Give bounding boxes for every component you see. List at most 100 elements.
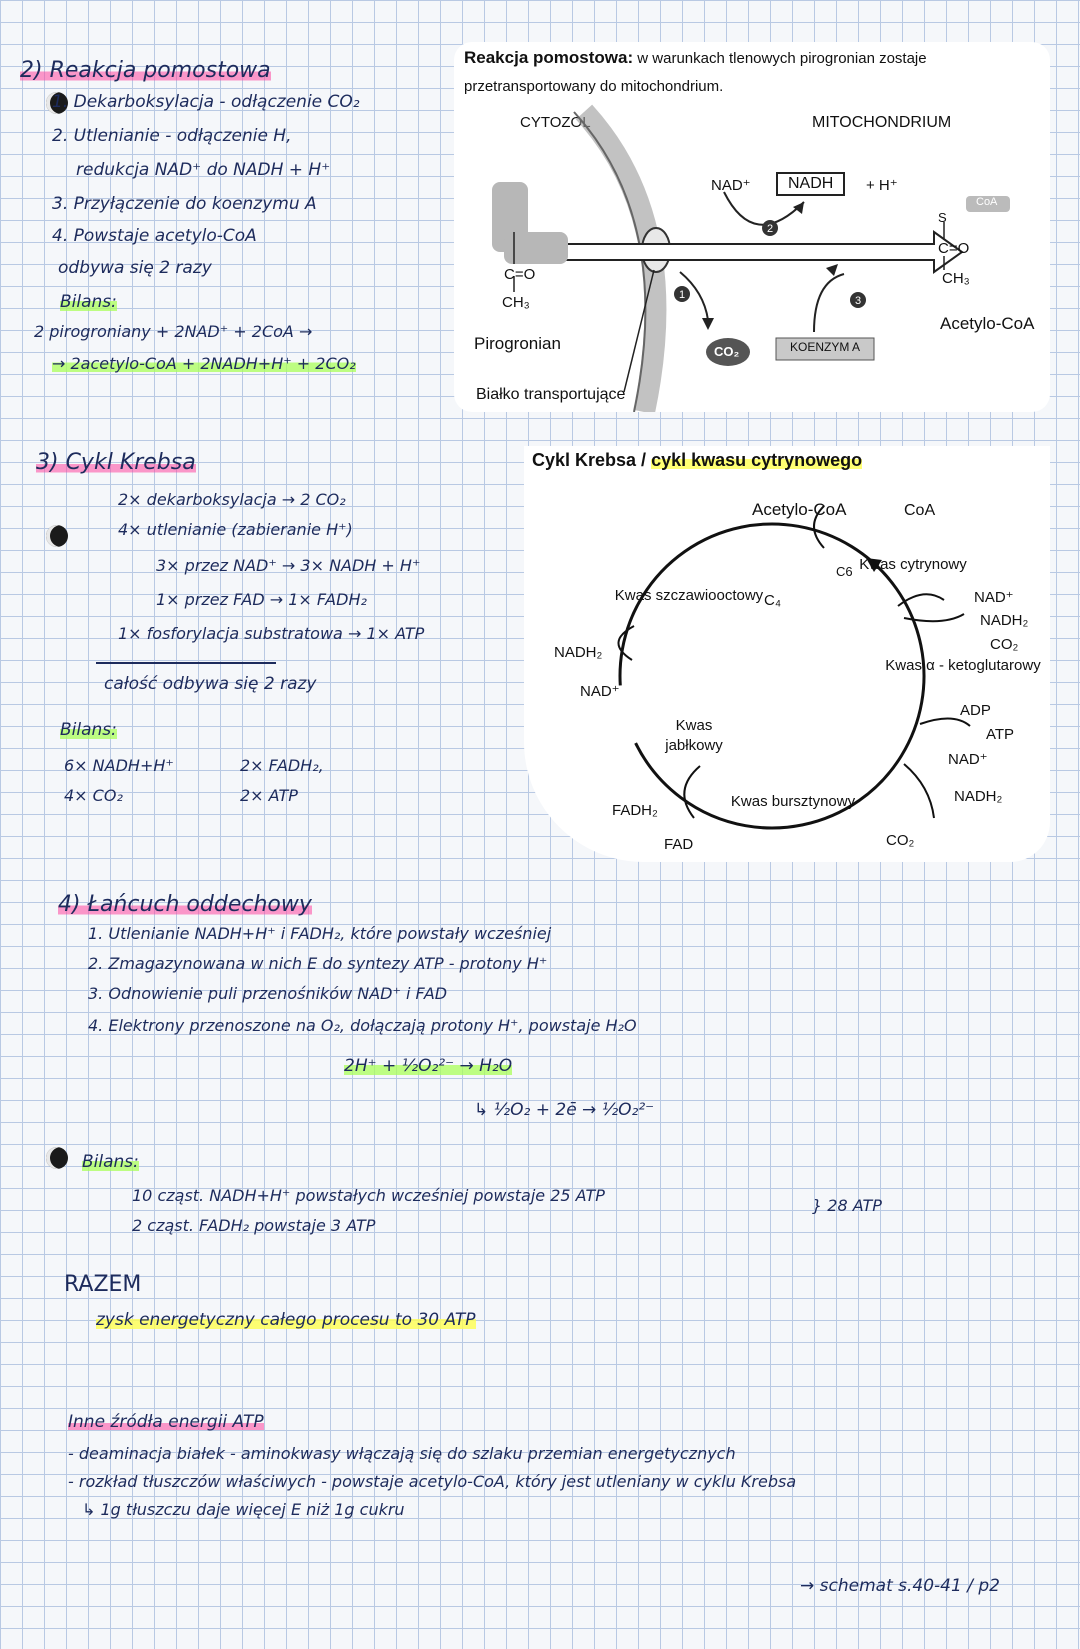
step-number: 3 xyxy=(855,295,861,307)
section2-bilans-line2: → 2acetylo-CoA + 2NADH+H⁺ + 2CO₂ xyxy=(52,354,356,373)
krebs-cycle-circle xyxy=(618,522,926,830)
step-marker xyxy=(850,292,866,308)
inne-line: - deaminacja białek - aminokwasy włączaj… xyxy=(68,1444,736,1463)
krebs-title: Cykl Krebsa / cykl kwasu cytrynowego xyxy=(532,450,863,471)
krebs-atp: ATP xyxy=(986,726,1015,743)
right-co: C=O xyxy=(938,240,970,257)
krebs-kwas-cytrynowy: Kwas cytrynowy xyxy=(859,556,967,573)
krebs-co2: CO₂ xyxy=(990,636,1019,653)
section2-line: 4. Powstaje acetylo-CoA xyxy=(52,226,257,246)
bridge-title-bold: Reakcja pomostowa: xyxy=(464,48,634,67)
krebs-fad: FAD xyxy=(664,836,694,853)
arrow-head xyxy=(866,558,882,572)
section3-bilans-label: Bilans: xyxy=(60,720,117,740)
koenzym-label: KOENZYM A xyxy=(790,340,861,354)
section3-bilans-item: 2× ATP xyxy=(240,786,298,805)
section4-bilans-line: 2 cząst. FADH₂ powstaje 3 ATP xyxy=(132,1216,376,1235)
inne-line: ↳ 1g tłuszczu daje więcej E niż 1g cukru xyxy=(82,1500,405,1519)
bridge-title: Reakcja pomostowa: w warunkach tlenowych… xyxy=(464,48,927,68)
pyruvate-shape xyxy=(504,232,568,264)
section2-line: 1. Dekarboksylacja - odłączenie CO₂ xyxy=(52,92,360,112)
cytozol-label: CYTOZOL xyxy=(520,114,591,131)
section4-line: 3. Odnowienie puli przenośników NAD⁺ i F… xyxy=(88,984,448,1003)
side-arrow xyxy=(813,505,825,549)
co2-blob xyxy=(706,338,750,366)
krebs-c6: C6 xyxy=(836,564,853,579)
razem-title: RAZEM xyxy=(64,1272,142,1297)
inne-line: - rozkład tłuszczów właściwych - powstaj… xyxy=(68,1472,797,1491)
krebs-kwas-jabl: Kwas jabłkowy xyxy=(665,717,723,754)
section3-bilans-item: 6× NADH+H⁺ xyxy=(64,756,174,775)
side-arrow xyxy=(903,763,935,819)
krebs-kwas-szcz: Kwas szczawiooctowy xyxy=(614,587,764,604)
side-arrow xyxy=(617,625,635,661)
section2-title: 2) Reakcja pomostowa xyxy=(20,58,271,83)
side-arrow xyxy=(683,765,701,819)
section2-bilans-label: Bilans: xyxy=(60,292,117,312)
step-number: 2 xyxy=(767,223,773,235)
side-arrow xyxy=(919,717,971,727)
side-arrow xyxy=(897,593,945,607)
section4-equation1: 2H⁺ + ½O₂²⁻ → H₂O xyxy=(344,1056,513,1076)
section4-line: 2. Zmagazynowana w nich E do syntezy ATP… xyxy=(88,954,548,973)
section4-title: 4) Łańcuch oddechowy xyxy=(58,892,312,917)
section2-line: 3. Przyłączenie do koenzymu A xyxy=(52,194,317,214)
section4-bilans-label: Bilans: xyxy=(82,1152,139,1172)
step-number: 1 xyxy=(679,289,685,301)
co2-label: CO₂ xyxy=(714,344,740,359)
krebs-nadh2: NADH₂ xyxy=(980,612,1029,629)
coa-tag-text: CoA xyxy=(976,196,998,208)
divider-line xyxy=(96,662,276,664)
arrow-head xyxy=(702,318,714,330)
side-arrow xyxy=(903,613,965,623)
mitochondrium-label: MITOCHONDRIUM xyxy=(812,114,952,131)
bialko-label: Białko transportujące xyxy=(476,386,626,403)
krebs-nad-plus-left: NAD⁺ xyxy=(580,683,620,700)
section4-line: 4. Elektrony przenoszone na O₂, dołączaj… xyxy=(88,1016,637,1035)
left-co: C=O xyxy=(504,266,536,283)
main-arrow xyxy=(565,230,964,274)
krebs-coa: CoA xyxy=(904,502,936,519)
section2-line: 2. Utlenianie - odłączenie H, xyxy=(52,126,292,146)
koenzym-box xyxy=(775,337,875,361)
section4-equation2: ↳ ½O₂ + 2ē → ½O₂²⁻ xyxy=(474,1100,655,1120)
krebs-c4: C₄ xyxy=(764,592,781,609)
nad-curve-arrow xyxy=(723,191,805,226)
binder-hole xyxy=(46,92,68,114)
section3-line: 4× utlenianie (zabieranie H⁺) xyxy=(118,520,353,539)
transport-pointer xyxy=(623,269,655,393)
krebs-nadh2-left: NADH₂ xyxy=(554,644,603,661)
bridge-reaction-diagram: Reakcja pomostowa: w warunkach tlenowych… xyxy=(454,42,1050,412)
co2-arrow xyxy=(679,271,709,321)
membrane-edge xyxy=(573,111,647,412)
section4-bilans-sum: } 28 ATP xyxy=(812,1196,882,1215)
section4-bilans-line: 10 cząst. NADH+H⁺ powstałych wcześniej p… xyxy=(132,1186,605,1205)
step-marker xyxy=(762,220,778,236)
right-ch3: CH₃ xyxy=(942,270,970,287)
right-s: S xyxy=(938,210,947,225)
krebs-co2-bottom: CO₂ xyxy=(886,832,915,849)
inne-title: Inne źródła energii ATP xyxy=(68,1412,264,1432)
section3-line: 3× przez NAD⁺ → 3× NADH + H⁺ xyxy=(156,556,421,575)
bridge-svg: 1 2 3 xyxy=(492,104,1010,412)
krebs-nad-plus-2: NAD⁺ xyxy=(948,751,988,768)
koenzym-arrow xyxy=(813,273,845,333)
section3-title: 3) Cykl Krebsa xyxy=(36,450,196,475)
nad-plus-label: NAD⁺ xyxy=(711,177,751,194)
krebs-kwas-burs: Kwas bursztynowy xyxy=(730,793,856,810)
section3-line: 1× fosforylacja substratowa → 1× ATP xyxy=(118,624,425,643)
section2-line: odbywa się 2 razy xyxy=(58,258,212,278)
krebs-kwas-keto: Kwas α - ketoglutarowy xyxy=(885,657,1041,674)
krebs-title-part1: Cykl Krebsa / xyxy=(532,450,647,470)
krebs-fadh2: FADH₂ xyxy=(612,802,658,819)
krebs-nad-plus: NAD⁺ xyxy=(974,589,1014,606)
arrow-head xyxy=(826,264,838,276)
bridge-title-rest: w warunkach tlenowych pirogronian zostaj… xyxy=(637,50,927,67)
footer-reference: → schemat s.40-41 / p2 xyxy=(800,1576,1000,1596)
pirogronian-label: Pirogronian xyxy=(474,334,561,353)
nadh-box: NADH xyxy=(776,172,846,196)
krebs-title-part2: cykl kwasu cytrynowego xyxy=(651,450,863,470)
bridge-title-line2: przetransportowany do mitochondrium. xyxy=(464,78,724,95)
section3-bilans-item: 2× FADH₂, xyxy=(240,756,324,775)
arrow-head xyxy=(793,202,804,214)
